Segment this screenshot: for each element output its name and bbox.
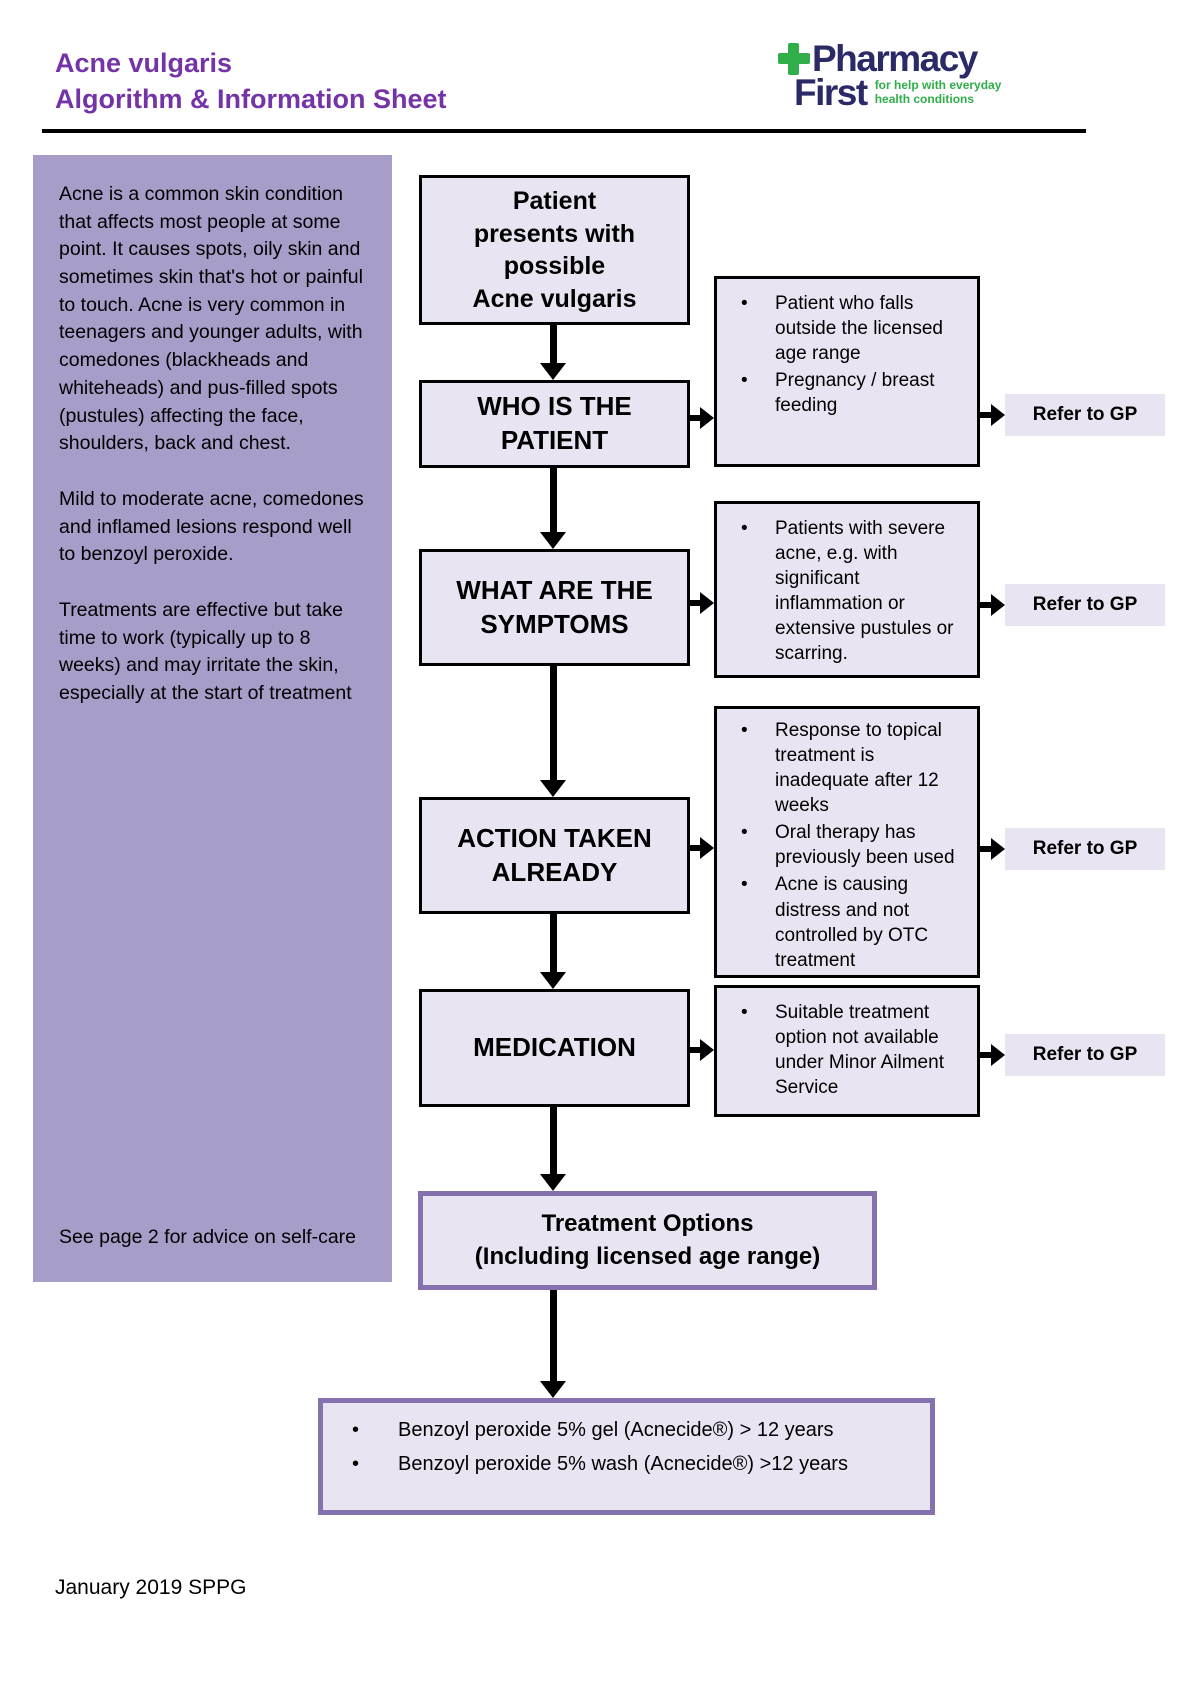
arrow-right-icon (980, 838, 1005, 860)
treatment-option: Benzoyl peroxide 5% wash (Acnecide®) >12… (323, 1451, 930, 1477)
treatment-options-box: Treatment Options (Including licensed ag… (418, 1191, 877, 1290)
arrow-right-icon (690, 407, 714, 429)
logo-top-row: Pharmacy (778, 40, 1001, 77)
sidebar-note: See page 2 for advice on self-care (59, 1226, 357, 1249)
criteria-box-medication: Suitable treatment option not available … (714, 985, 980, 1117)
criteria-box-patient: Patient who falls outside the licensed a… (714, 276, 980, 467)
logo-tagline: for help with everyday health conditions (874, 78, 1002, 107)
arrow-right-icon (980, 594, 1005, 616)
criteria-box-action-taken: Response to topical treatment is inadequ… (714, 706, 980, 978)
refer-to-gp-label: Refer to GP (1005, 584, 1165, 626)
criteria-bullet: Oral therapy has previously been used (717, 820, 971, 870)
green-cross-icon (778, 42, 810, 75)
arrow-down-icon (540, 468, 566, 549)
arrow-right-icon (690, 1039, 714, 1061)
criteria-box-symptoms: Patients with severe acne, e.g. with sig… (714, 501, 980, 678)
header-divider (42, 129, 1086, 133)
treatment-option: Benzoyl peroxide 5% gel (Acnecide®) > 12… (323, 1417, 930, 1443)
criteria-bullet: Pregnancy / breast feeding (717, 368, 971, 418)
sidebar-paragraph-3: Treatments are effective but take time t… (59, 598, 352, 704)
treatment-list-box: Benzoyl peroxide 5% gel (Acnecide®) > 12… (318, 1398, 935, 1515)
logo-word-pharmacy: Pharmacy (812, 38, 978, 79)
refer-to-gp-label: Refer to GP (1005, 1034, 1165, 1076)
criteria-bullet: Acne is causing distress and not control… (717, 872, 971, 972)
arrow-down-icon (540, 914, 566, 989)
refer-to-gp-label: Refer to GP (1005, 828, 1165, 870)
flow-node-start: Patient presents with possible Acne vulg… (419, 175, 690, 325)
criteria-bullet: Suitable treatment option not available … (717, 1000, 971, 1100)
refer-to-gp-label: Refer to GP (1005, 394, 1165, 436)
logo-bottom-row: First for help with everyday health cond… (794, 74, 1001, 111)
arrow-right-icon (690, 592, 714, 614)
arrow-down-icon (540, 1290, 566, 1398)
flow-node-what-are-the-symptoms: WHAT ARE THE SYMPTOMS (419, 549, 690, 666)
arrow-down-icon (540, 1107, 566, 1191)
arrow-right-icon (980, 404, 1005, 426)
sidebar-paragraph-1: Acne is a common skin condition that aff… (59, 183, 363, 455)
arrow-right-icon (690, 837, 714, 859)
arrow-down-icon (540, 325, 566, 380)
info-sidebar: Acne is a common skin condition that aff… (33, 155, 392, 1282)
criteria-bullet: Patient who falls outside the licensed a… (717, 291, 971, 366)
flow-node-who-is-the-patient: WHO IS THE PATIENT (419, 380, 690, 468)
criteria-bullet: Response to topical treatment is inadequ… (717, 718, 971, 818)
arrow-down-icon (540, 666, 566, 797)
flow-node-medication: MEDICATION (419, 989, 690, 1107)
logo-word-first: First (794, 72, 868, 113)
flow-node-action-taken-already: ACTION TAKEN ALREADY (419, 797, 690, 914)
pharmacy-first-logo: Pharmacy First for help with everyday he… (778, 40, 1001, 111)
page-title: Acne vulgaris Algorithm & Information Sh… (55, 48, 447, 114)
footer-date: January 2019 SPPG (55, 1576, 247, 1599)
arrow-right-icon (980, 1044, 1005, 1066)
sidebar-paragraph-2: Mild to moderate acne, comedones and inf… (59, 487, 364, 566)
criteria-bullet: Patients with severe acne, e.g. with sig… (717, 516, 971, 666)
